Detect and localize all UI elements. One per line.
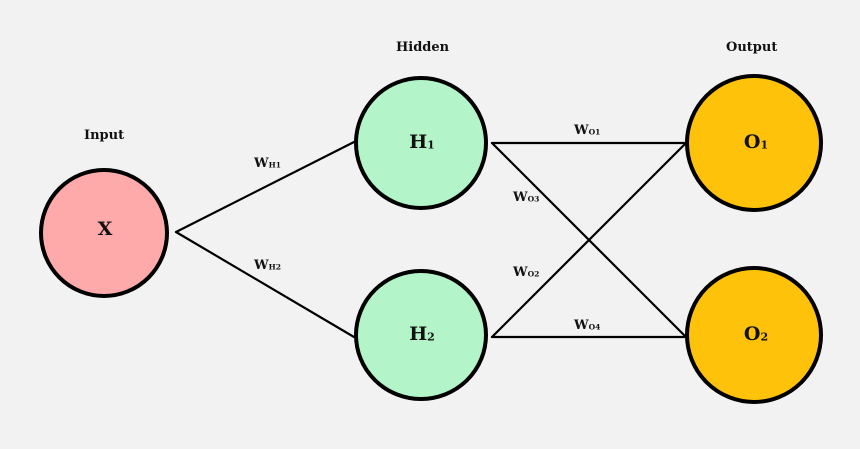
node-h2-main: H (409, 323, 428, 345)
node-h1-sub: 1 (427, 138, 435, 152)
edge-x-h2 (174, 230, 356, 339)
weight-wo4-main: W (574, 318, 589, 333)
output-layer-label: Output (726, 40, 778, 55)
weight-wo1-sub: O1 (588, 127, 601, 137)
hidden-layer-label: Hidden (396, 40, 450, 55)
node-h2-sub: 2 (427, 330, 435, 344)
node-x-circle (39, 168, 169, 298)
node-h1-label: H1 (409, 131, 435, 153)
node-x-main: X (97, 218, 113, 240)
weight-label-wo4: WO4 (574, 318, 600, 333)
node-h1-circle (354, 76, 488, 210)
node-o2-label: O2 (744, 323, 768, 345)
node-o1-circle (685, 74, 823, 212)
weight-wo1-main: W (574, 123, 589, 138)
weight-wo4-sub: O4 (588, 322, 601, 332)
node-h1-main: H (409, 131, 428, 153)
node-o2-main: O (743, 323, 761, 345)
weight-label-wo1: WO1 (574, 123, 600, 138)
node-o2-circle (685, 266, 823, 404)
edge-x-h1 (174, 140, 356, 234)
node-x-label: X (98, 218, 113, 240)
node-o1-sub: 1 (760, 138, 769, 152)
weight-label-wo3: WO3 (513, 190, 539, 205)
node-h2-circle (354, 269, 488, 401)
weight-wh2-main: W (254, 258, 269, 273)
weight-wh1-main: W (254, 156, 269, 171)
edge-h2-o1 (490, 141, 688, 339)
input-layer-label: Input (84, 128, 125, 143)
weight-label-wh2: WH2 (254, 258, 281, 273)
node-o1-label: O1 (744, 131, 768, 153)
weight-wo2-main: W (513, 265, 528, 280)
weight-wo2-sub: O2 (527, 269, 540, 279)
weight-wh1-sub: H1 (268, 160, 281, 170)
weight-wh2-sub: H2 (268, 262, 281, 272)
weight-wo3-main: W (513, 190, 528, 205)
node-o2-sub: 2 (760, 330, 769, 344)
node-o1-main: O (743, 131, 761, 153)
weight-wo3-sub: O3 (527, 194, 540, 204)
weight-label-wh1: WH1 (254, 156, 281, 171)
weight-label-wo2: WO2 (513, 265, 539, 280)
node-h2-label: H2 (409, 323, 435, 345)
